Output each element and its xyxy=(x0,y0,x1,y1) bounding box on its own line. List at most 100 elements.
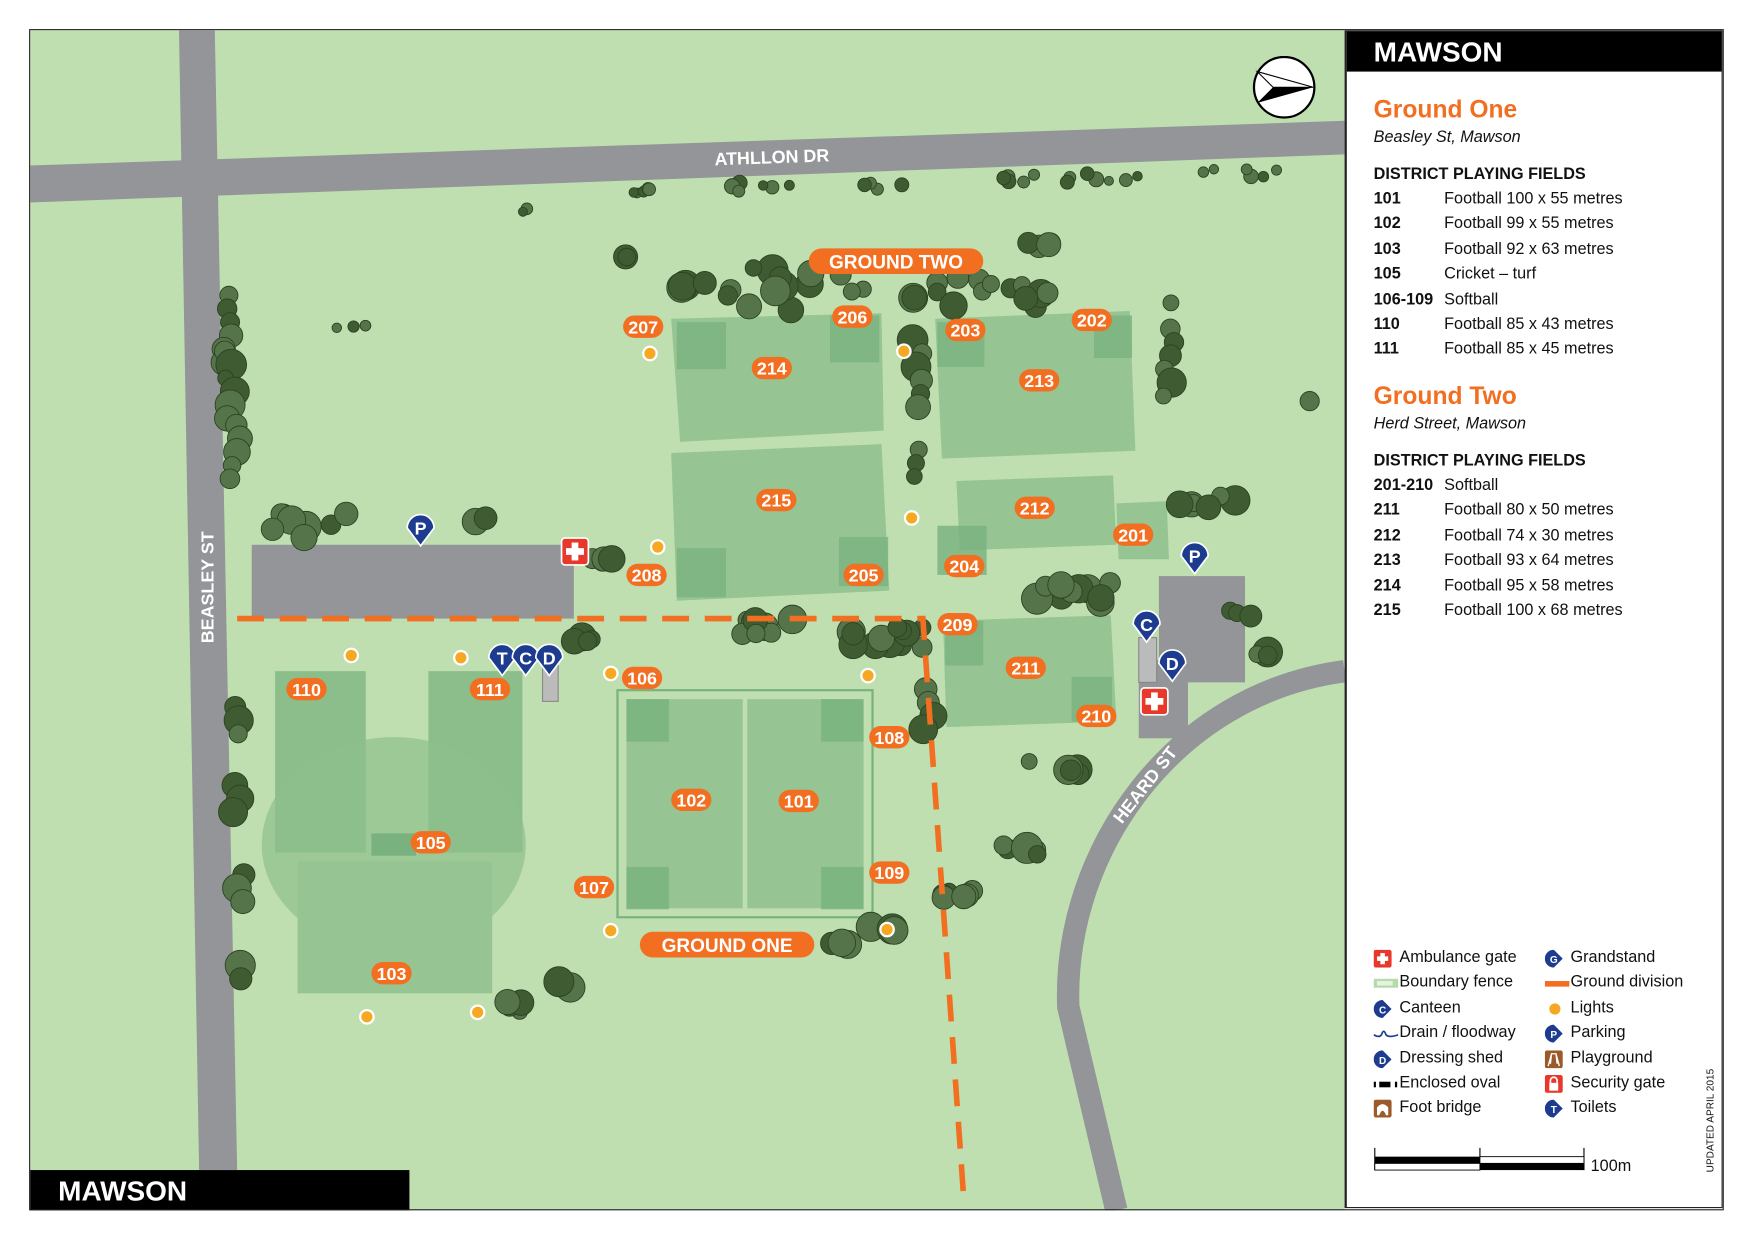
tree xyxy=(993,835,1014,856)
ambulance-gate-icon[interactable] xyxy=(560,537,590,566)
tree xyxy=(1299,391,1320,412)
dressing-shed-icon-letter: D xyxy=(543,648,556,668)
tree xyxy=(1162,294,1180,312)
map-canvas: ATHLLON DR BEASLEY ST HEARD ST GROUND TW… xyxy=(30,30,1345,1211)
field-label-107[interactable]: 107 xyxy=(573,875,615,899)
field-id: 103 xyxy=(1373,240,1401,259)
legend-label: Dressing shed xyxy=(1399,1048,1504,1067)
svg-text:P: P xyxy=(1550,1030,1557,1041)
field-label-212[interactable]: 212 xyxy=(1014,496,1055,520)
canteen-icon[interactable]: C xyxy=(511,643,541,678)
field-label-109[interactable]: 109 xyxy=(869,861,910,884)
heard-st-road xyxy=(1057,660,1345,1211)
info-panel: MAWSON Ground One Beasley St, Mawson DIS… xyxy=(1344,30,1723,1209)
field-label-text: 208 xyxy=(632,566,662,586)
tree xyxy=(1257,645,1278,666)
field-label-201[interactable]: 201 xyxy=(1113,523,1154,546)
svg-text:C: C xyxy=(1379,1005,1386,1016)
map-title-label: MAWSON xyxy=(30,1170,410,1211)
field-label-111[interactable]: 111 xyxy=(469,677,511,701)
ambulance-gate-icon[interactable] xyxy=(1140,687,1169,716)
tree xyxy=(1013,285,1039,311)
tree xyxy=(1017,231,1040,254)
street-label-beasley: BEASLEY ST xyxy=(198,531,218,643)
field-label-105[interactable]: 105 xyxy=(410,831,451,854)
lights-icon xyxy=(896,343,912,360)
field-description: Football 99 x 55 metres xyxy=(1444,215,1614,234)
tree xyxy=(746,623,766,644)
scale-label: 100m xyxy=(1591,1157,1632,1174)
field-label-214[interactable]: 214 xyxy=(751,356,792,380)
tree xyxy=(692,270,717,295)
tree xyxy=(757,180,769,191)
tree xyxy=(1155,387,1172,405)
field-label-text: 108 xyxy=(874,728,904,748)
street-label-athllon: ATHLLON DR xyxy=(714,145,830,169)
legend-label: Security gate xyxy=(1570,1073,1666,1092)
field-id: 215 xyxy=(1373,601,1401,620)
field-label-text: 109 xyxy=(874,863,904,883)
field-label-103[interactable]: 103 xyxy=(371,962,412,985)
field-description: Football 100 x 55 metres xyxy=(1444,190,1623,209)
tree xyxy=(1020,753,1038,770)
svg-text:T: T xyxy=(1551,1105,1558,1116)
field-label-209[interactable]: 209 xyxy=(937,613,978,636)
field-label-205[interactable]: 205 xyxy=(843,563,884,587)
field-description: Football 80 x 50 metres xyxy=(1444,501,1614,520)
field-labels: 207 206 203 202 214 213 215 212 201 208 205 204 209 2… xyxy=(286,305,1154,985)
tree xyxy=(951,884,977,910)
tree xyxy=(1208,164,1220,175)
legend-label: Playground xyxy=(1570,1048,1653,1067)
scale-bar: 100m xyxy=(1374,1147,1665,1180)
lights-icon xyxy=(642,345,658,362)
svg-text:GROUND ONE: GROUND ONE xyxy=(662,936,793,957)
field-label-203[interactable]: 203 xyxy=(945,318,986,342)
tree xyxy=(260,517,285,541)
softball-fence xyxy=(616,689,874,919)
tree xyxy=(1118,173,1133,187)
field-label-215[interactable]: 215 xyxy=(756,488,797,512)
tree xyxy=(1239,604,1263,628)
tree xyxy=(290,524,318,552)
canteen-building xyxy=(1138,637,1158,683)
svg-text:GROUND TWO: GROUND TWO xyxy=(829,252,963,273)
ground-one-title: Ground One xyxy=(1373,95,1518,124)
field-label-101[interactable]: 101 xyxy=(778,789,819,813)
legend-label: Foot bridge xyxy=(1399,1098,1482,1117)
toilets-icon-letter: T xyxy=(497,648,508,668)
playground-icon xyxy=(1544,1049,1564,1068)
parking-icon-letter: P xyxy=(1189,547,1201,567)
field-description: Football 92 x 63 metres xyxy=(1444,240,1614,259)
tree xyxy=(841,622,865,646)
tree xyxy=(1059,174,1075,190)
field-label-206[interactable]: 206 xyxy=(832,305,873,328)
parking-icon[interactable]: P xyxy=(1180,541,1209,576)
field-label-211[interactable]: 211 xyxy=(1005,656,1046,680)
field-label-210[interactable]: 210 xyxy=(1076,704,1117,728)
dressing-shed-icon[interactable]: D xyxy=(1158,649,1187,683)
field-label-202[interactable]: 202 xyxy=(1071,308,1112,332)
field-id: 105 xyxy=(1373,265,1401,284)
grandstand-icon: G xyxy=(1544,949,1564,968)
canteen-icon[interactable]: C xyxy=(1132,609,1161,644)
tree xyxy=(667,271,697,301)
tree xyxy=(628,187,639,198)
field-label-204[interactable]: 204 xyxy=(944,554,985,578)
tree xyxy=(1036,282,1059,304)
field-label-213[interactable]: 213 xyxy=(1019,369,1060,392)
field-label-106[interactable]: 106 xyxy=(621,666,663,690)
field-label-text: 202 xyxy=(1077,311,1107,331)
parking-icon[interactable]: P xyxy=(406,513,435,548)
field-label-text: 103 xyxy=(377,964,407,984)
north-arrow-icon xyxy=(1252,55,1316,119)
field-id: 106-109 xyxy=(1373,290,1434,309)
field-label-108[interactable]: 108 xyxy=(869,725,910,749)
lights-icon xyxy=(602,922,619,939)
tree xyxy=(1103,175,1114,186)
field-label-110[interactable]: 110 xyxy=(286,677,327,701)
map-area: ATHLLON DR BEASLEY ST HEARD ST GROUND TW… xyxy=(30,30,1345,1211)
dressing-shed-icon[interactable]: D xyxy=(534,643,564,678)
field-label-102[interactable]: 102 xyxy=(671,788,712,811)
field-label-207[interactable]: 207 xyxy=(623,315,664,338)
field-label-208[interactable]: 208 xyxy=(626,563,667,587)
